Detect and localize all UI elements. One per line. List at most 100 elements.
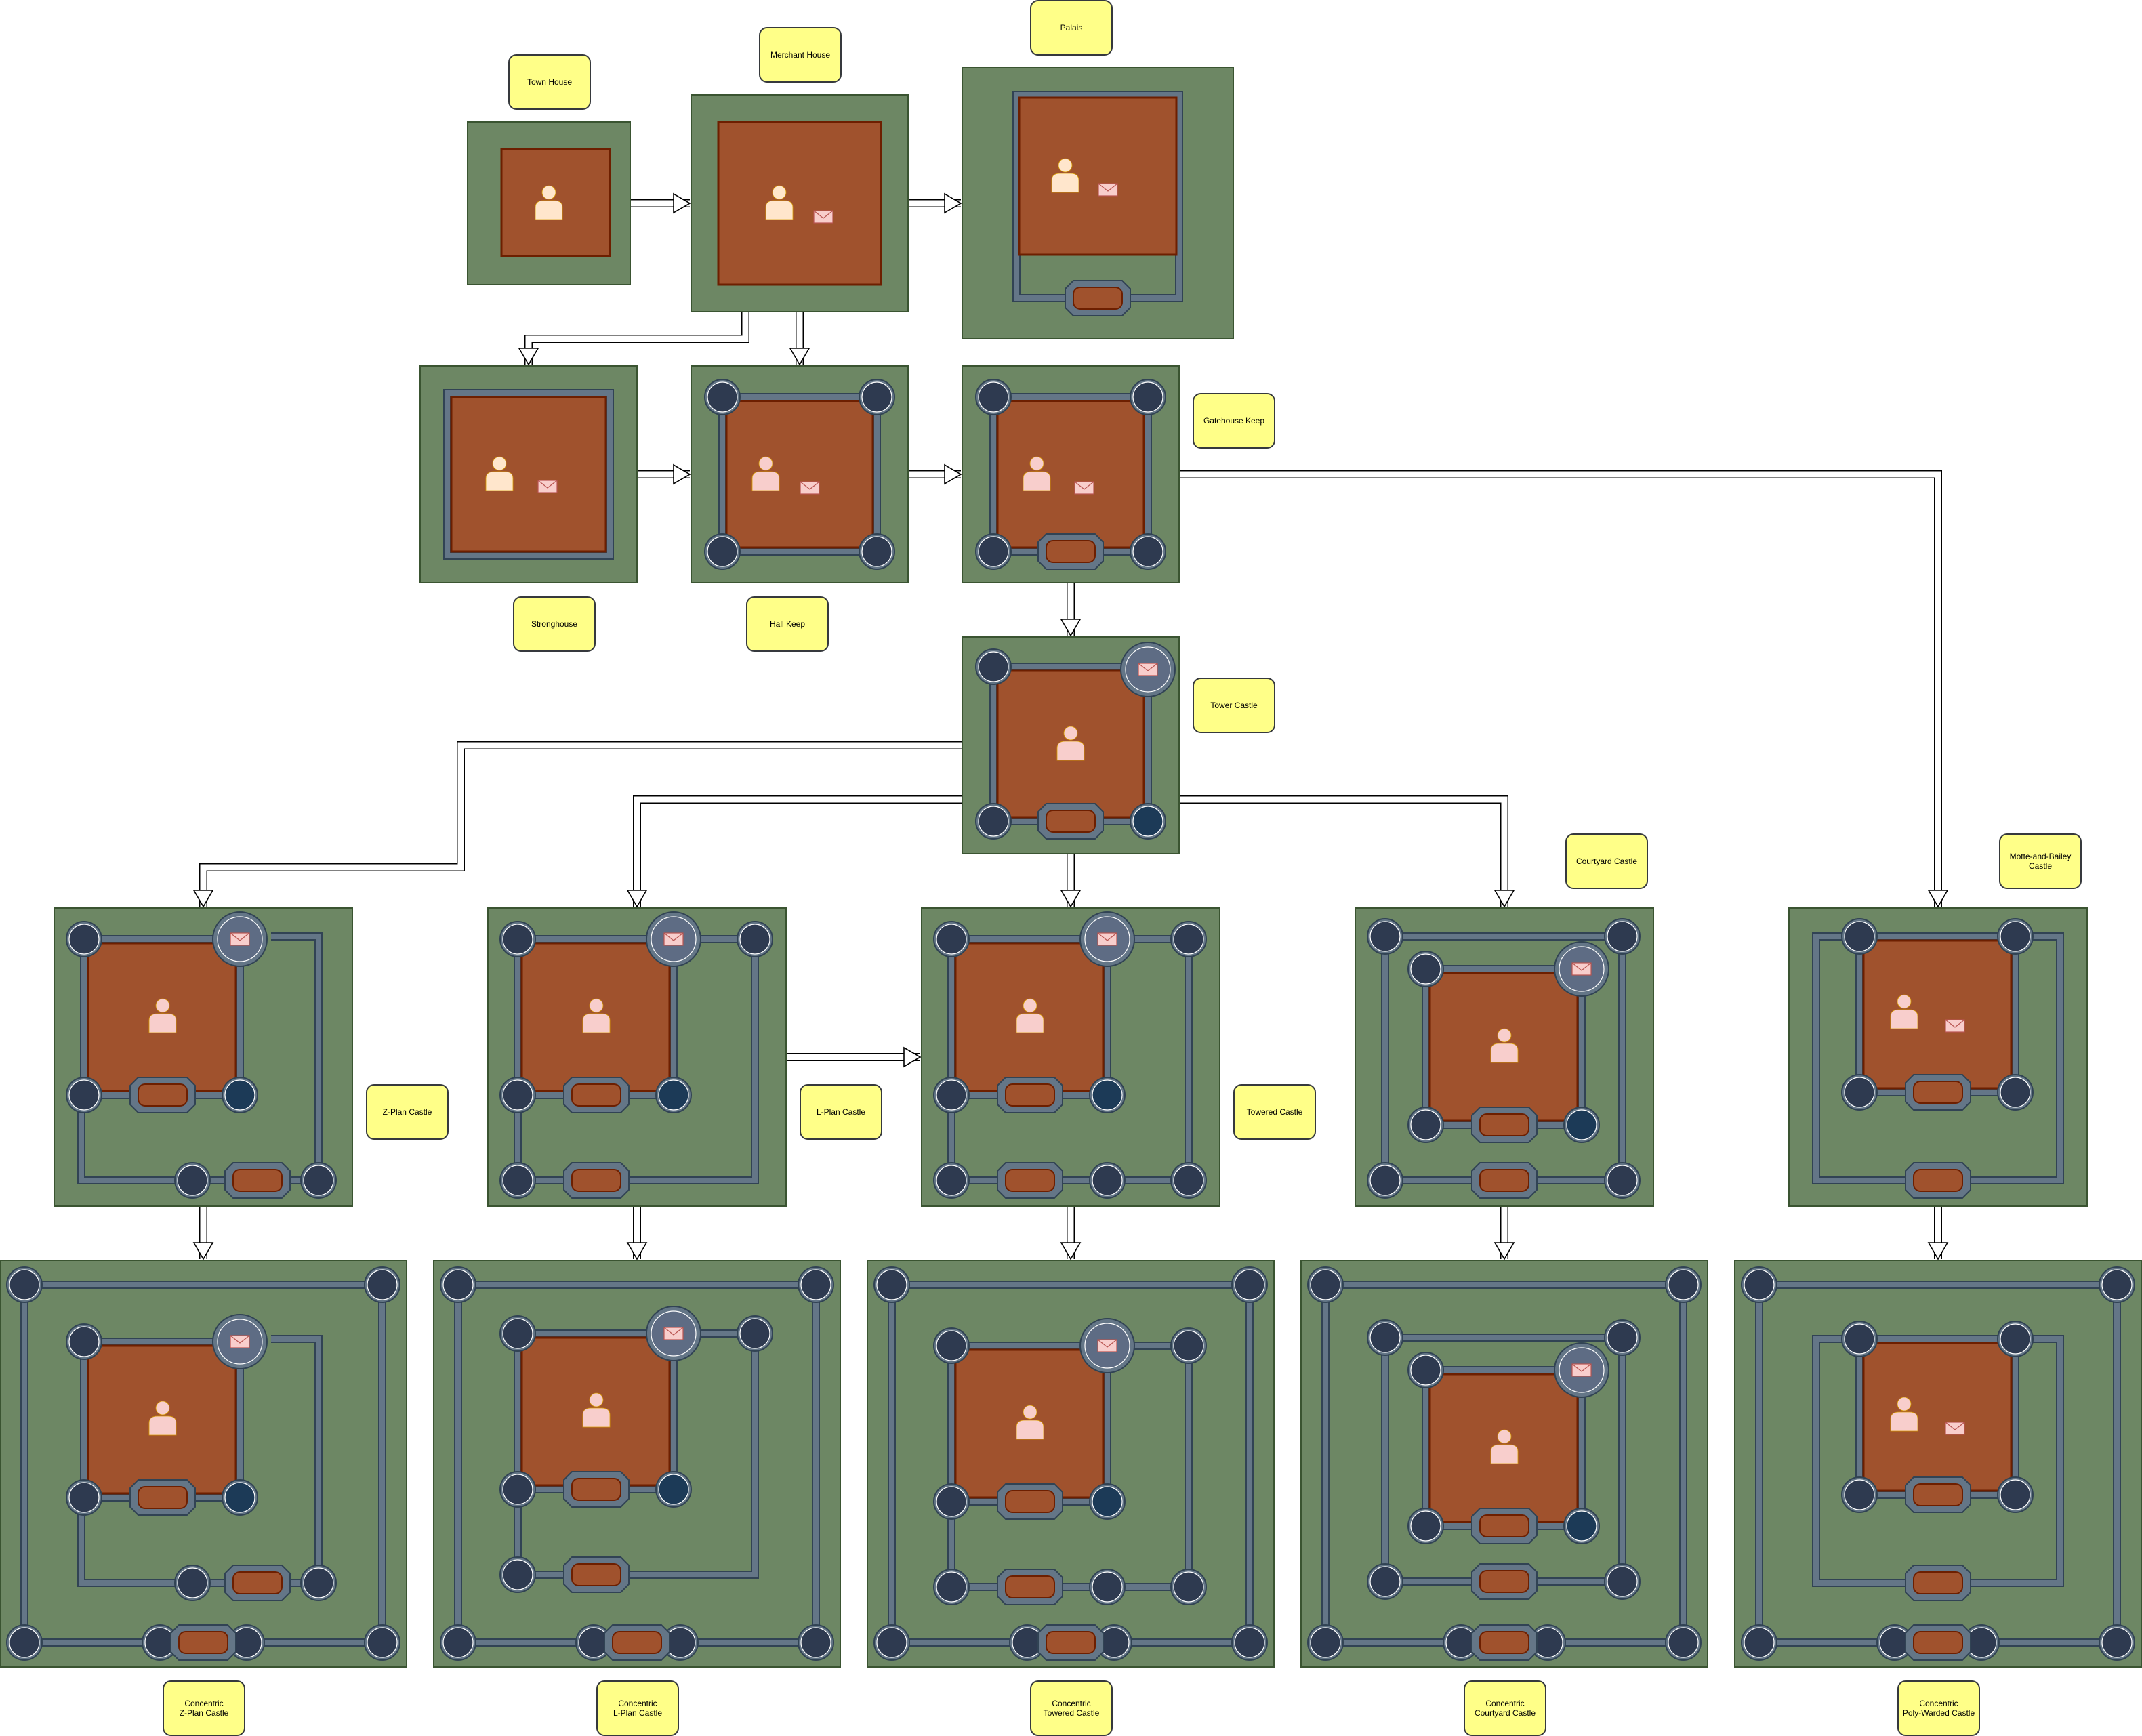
label-towered-castle[interactable]: Towered Castle — [1233, 1084, 1316, 1140]
tower-icon — [442, 1269, 474, 1300]
castle-merchant-house — [691, 94, 909, 312]
person-icon — [148, 1415, 177, 1436]
label-concentric-l-plan-castle[interactable]: Concentric L-Plan Castle — [596, 1680, 679, 1736]
tower-icon — [1607, 1566, 1638, 1597]
floor — [1862, 1342, 2013, 1492]
arrow-head — [673, 463, 691, 485]
label-concentric-courtyard-castle[interactable]: Concentric Courtyard Castle — [1464, 1680, 1546, 1736]
arrow-shaft — [1179, 471, 1941, 907]
label-stronghouse[interactable]: Stronghouse — [513, 596, 596, 652]
wall — [445, 390, 613, 558]
envelope-icon — [1571, 1363, 1592, 1377]
tower-icon — [1132, 381, 1163, 413]
arrow-head — [673, 192, 691, 214]
arrow-head — [1927, 1242, 1949, 1260]
envelope-icon — [1138, 663, 1158, 671]
tower-icon — [1668, 1269, 1699, 1300]
envelope-icon — [230, 932, 250, 946]
tower-icon — [1369, 1165, 1401, 1196]
tower-icon — [68, 1079, 100, 1111]
person-icon — [582, 1013, 611, 1033]
tower-icon — [739, 924, 770, 955]
label-town-house[interactable]: Town House — [508, 54, 591, 110]
castle-concentric-towered — [867, 1260, 1275, 1668]
label-merchant-house[interactable]: Merchant House — [759, 27, 842, 83]
arrow-tower-to-lplan — [626, 795, 962, 908]
tower-icon — [936, 1571, 967, 1603]
gatehouse-floor — [1073, 287, 1123, 310]
envelope-icon — [1571, 962, 1592, 971]
person-icon — [1897, 1397, 1912, 1411]
envelope-icon — [1097, 932, 1117, 946]
envelope-icon — [230, 1335, 250, 1344]
arrow-head — [1494, 890, 1515, 908]
floor — [954, 1348, 1105, 1499]
label-palais[interactable]: Palais — [1030, 0, 1113, 56]
arrow-shaft — [200, 742, 962, 907]
label-hall-keep[interactable]: Hall Keep — [746, 596, 829, 652]
arrow-shaft — [1179, 795, 1508, 907]
arrow-lplan-to-concentric — [626, 1206, 648, 1260]
tower-icon — [303, 1165, 334, 1196]
person-icon — [758, 456, 773, 471]
tower-icon — [936, 1165, 967, 1196]
label-concentric-poly-warded-castle[interactable]: Concentric Poly-Warded Castle — [1897, 1680, 1980, 1736]
wall — [515, 936, 758, 1183]
label-concentric-towered-castle[interactable]: Concentric Towered Castle — [1030, 1680, 1113, 1736]
arrow-head — [1060, 1242, 1082, 1260]
arrow-courtyard-to-concentric — [1494, 1206, 1515, 1260]
floor — [1018, 96, 1178, 256]
tower-icon — [978, 651, 1009, 682]
tower-icon — [502, 1318, 533, 1349]
tower-icon — [1132, 806, 1163, 837]
arrow-head — [1060, 890, 1082, 908]
envelope-icon — [1074, 481, 1094, 495]
gatehouse-floor — [1913, 1631, 1963, 1654]
envelope-icon — [813, 210, 833, 219]
gatehouse-floor — [1005, 1083, 1055, 1107]
castle-gatehouse-keep — [962, 365, 1180, 583]
gatehouse-floor — [1046, 540, 1096, 563]
tower-icon — [978, 381, 1009, 413]
envelope-icon — [663, 1327, 684, 1340]
tower-icon — [707, 381, 738, 413]
tower-icon — [1310, 1627, 1341, 1658]
castle-motte-and-bailey — [1788, 907, 2088, 1207]
label-concentric-z-plan-castle[interactable]: Concentric Z-Plan Castle — [163, 1680, 245, 1736]
arrow-shaft — [1179, 796, 1508, 907]
tower-icon — [1310, 1269, 1341, 1300]
tower-icon — [502, 924, 533, 955]
arrow-head — [518, 348, 539, 366]
gatehouse-floor — [1005, 1169, 1055, 1192]
gatehouse-floor — [1005, 1490, 1055, 1513]
label-l-plan-castle[interactable]: L-Plan Castle — [800, 1084, 882, 1140]
arrow-shaft — [525, 312, 749, 365]
tower-icon — [1369, 921, 1401, 952]
label-courtyard-castle[interactable]: Courtyard Castle — [1565, 833, 1648, 889]
envelope-icon — [1945, 1019, 1965, 1033]
tower-icon — [177, 1567, 208, 1598]
tower-icon — [1132, 536, 1163, 567]
person-icon — [1058, 158, 1073, 173]
tower-icon — [1092, 1486, 1123, 1517]
person-icon — [155, 998, 170, 1013]
label-tower-castle[interactable]: Tower Castle — [1193, 678, 1275, 733]
envelope-icon — [1074, 481, 1094, 490]
tower-icon — [9, 1269, 40, 1300]
castle-l-plan — [487, 907, 787, 1207]
arrow-town-to-merchant — [630, 192, 691, 214]
envelope-icon — [1097, 1339, 1117, 1348]
label-z-plan-castle[interactable]: Z-Plan Castle — [366, 1084, 449, 1140]
tower-icon — [861, 536, 892, 567]
arrow-gatehouse-to-motte — [1179, 470, 1949, 908]
envelope-icon — [800, 481, 820, 495]
arrow-towered-to-concentric — [1060, 1206, 1082, 1260]
gatehouse-floor — [1479, 1169, 1529, 1192]
floor — [725, 400, 874, 549]
tower-icon — [1744, 1627, 1775, 1658]
arrow-shaft — [633, 795, 962, 907]
tower-icon — [68, 1326, 100, 1357]
label-motte-and-bailey-castle[interactable]: Motte-and-Bailey Castle — [1999, 833, 2082, 889]
label-gatehouse-keep[interactable]: Gatehouse Keep — [1193, 393, 1275, 449]
tower-icon — [68, 924, 100, 955]
